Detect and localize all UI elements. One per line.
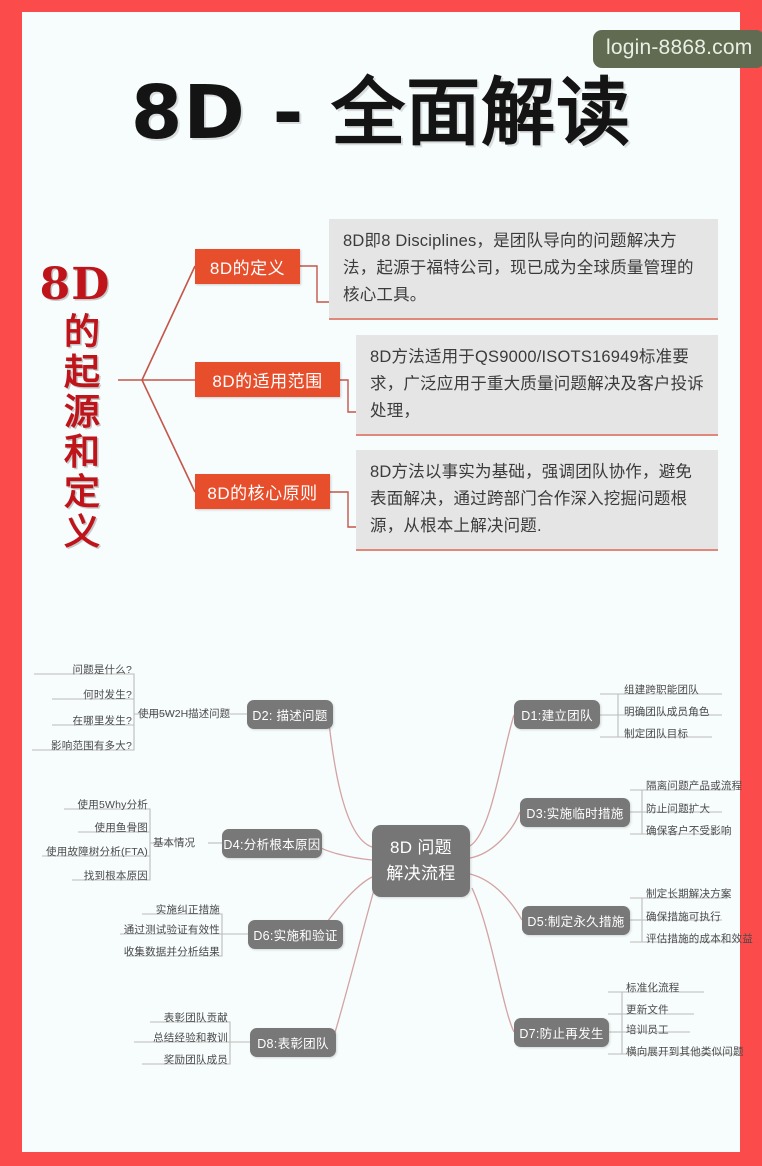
center-node-line2: 解决流程 — [386, 864, 456, 883]
leaf-d8-1: 总结经验和教训 — [153, 1032, 228, 1044]
center-node-line1: 8D 问题 — [390, 838, 452, 857]
branch-label-d4: 基本情况 — [153, 837, 195, 849]
mindmap-connector-lines — [32, 673, 738, 1065]
leaf-d4-2: 使用故障树分析(FTA) — [46, 846, 148, 858]
leaf-d2-1: 何时发生? — [83, 689, 132, 701]
leaf-d8-0: 表彰团队贡献 — [163, 1012, 228, 1024]
leaf-d3-0: 隔离问题产品或流程 — [646, 780, 743, 792]
mindmap-center-node[interactable]: 8D 问题 解决流程 — [372, 825, 470, 897]
leaf-d8-2: 奖励团队成员 — [163, 1054, 228, 1066]
heading-char: 和 — [63, 431, 100, 472]
card-8d-definition-body: 8D即8 Disciplines，是团队导向的问题解决方法，起源于福特公司，现已… — [329, 219, 718, 320]
node-d2[interactable]: D2: 描述问题 — [247, 700, 333, 729]
leaf-d1-1: 明确团队成员角色 — [624, 706, 710, 718]
branch-label-d2: 使用5W2H描述问题 — [138, 708, 231, 720]
origin-heading-vertical: 的 起 源 和 定 义 — [32, 312, 118, 552]
leaf-d5-2: 评估措施的成本和效益 — [646, 933, 753, 945]
leaf-d6-2: 收集数据并分析结果 — [123, 946, 220, 958]
leaf-d7-2: 培训员工 — [626, 1024, 669, 1036]
leaf-d2-2: 在哪里发生? — [72, 715, 132, 727]
heading-char: 起 — [63, 351, 100, 392]
leaf-d1-2: 制定团队目标 — [624, 728, 689, 740]
chip-8d-scope[interactable]: 8D的适用范围 — [195, 362, 340, 397]
leaf-d5-1: 确保措施可执行 — [646, 911, 721, 923]
leaf-d3-2: 确保客户不受影响 — [646, 825, 732, 837]
leaf-d2-0: 问题是什么? — [72, 664, 132, 676]
leaf-d1-0: 组建跨职能团队 — [624, 684, 699, 696]
heading-char: 义 — [63, 511, 100, 552]
heading-char: 源 — [63, 391, 100, 432]
heading-char: 定 — [63, 471, 100, 512]
leaf-d6-0: 实施纠正措施 — [155, 904, 220, 916]
leaf-d3-1: 防止问题扩大 — [646, 803, 711, 815]
leaf-d4-1: 使用鱼骨图 — [94, 822, 148, 834]
heading-char: 的 — [63, 311, 100, 352]
leaf-d5-0: 制定长期解决方案 — [646, 888, 732, 900]
leaf-d7-3: 横向展开到其他类似问题 — [626, 1046, 744, 1058]
node-d4[interactable]: D4:分析根本原因 — [222, 829, 322, 858]
poster-sheet: login-8868.com 8D - 全面解读 8D — [22, 12, 762, 1152]
leaf-d2-3: 影响范围有多大? — [51, 740, 132, 752]
origin-and-definition-section: 8D 的 起 源 和 定 义 8D的定义 8D的适用范围 8D的核心原则 8D即… — [22, 202, 740, 602]
card-8d-scope-body: 8D方法适用于QS9000/ISOTS16949标准要求，广泛应用于重大质量问题… — [356, 335, 718, 436]
node-d3[interactable]: D3:实施临时措施 — [520, 798, 630, 827]
chip-8d-definition[interactable]: 8D的定义 — [195, 249, 300, 284]
leaf-d6-1: 通过测试验证有效性 — [123, 924, 220, 936]
leaf-d4-3: 找到根本原因 — [83, 870, 148, 882]
node-d7[interactable]: D7:防止再发生 — [514, 1018, 609, 1047]
origin-heading-lead: 8D — [39, 259, 111, 310]
leaf-d7-1: 更新文件 — [626, 1004, 669, 1016]
watermark-badge: login-8868.com — [593, 30, 762, 68]
leaf-d7-0: 标准化流程 — [626, 982, 680, 994]
node-d8[interactable]: D8:表彰团队 — [250, 1028, 336, 1057]
mindmap-section: 8D 问题 解决流程 D2: 描述问题 D4:分析根本原因 D6:实施和验证 D… — [22, 632, 753, 1102]
page-title: 8D - 全面解读 — [130, 70, 632, 156]
node-d1[interactable]: D1:建立团队 — [514, 700, 600, 729]
origin-heading: 8D 的 起 源 和 定 义 — [32, 262, 118, 552]
card-8d-core-body: 8D方法以事实为基础，强调团队协作，避免表面解决，通过跨部门合作深入挖掘问题根源… — [356, 450, 718, 551]
node-d5[interactable]: D5:制定永久措施 — [522, 906, 630, 935]
leaf-d4-0: 使用5Why分析 — [77, 799, 148, 811]
node-d6[interactable]: D6:实施和验证 — [248, 920, 343, 949]
chip-8d-core-principles[interactable]: 8D的核心原则 — [195, 474, 330, 509]
